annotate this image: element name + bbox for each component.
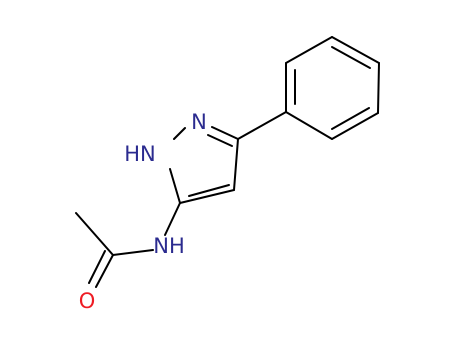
bond-ph-c6-c1 <box>285 36 333 64</box>
bond-ph-c1-c2 <box>331 36 380 64</box>
bond-n1-c5 <box>169 168 181 204</box>
bond-c5-nh <box>164 202 181 236</box>
bond-ph-inner-1 <box>331 46 371 69</box>
bond-c5-c4 <box>179 189 235 204</box>
atom-label-n: N <box>191 110 207 134</box>
bond-phenyl-pyrazole <box>237 111 287 140</box>
bond-n2-n1 <box>173 127 186 140</box>
bond-c3-n2-double <box>207 134 233 147</box>
bond-c4-c3 <box>233 138 239 191</box>
bond-c5-c4-double <box>188 184 230 197</box>
bond-c3-n2 <box>211 126 239 140</box>
bond-carbonyl-oxygen-double <box>88 250 106 284</box>
atom-label-hn: HN <box>124 142 156 166</box>
acetyl-group <box>75 212 114 288</box>
bond-ph-c2-c3 <box>377 62 380 114</box>
bond-ph-inner-2 <box>331 107 370 130</box>
bond-ph-c4-c5 <box>285 111 333 140</box>
atom-label-o: O <box>79 289 96 313</box>
pyrazole-ring <box>169 126 239 204</box>
bond-nh-carbonyl <box>112 249 154 256</box>
bond-carbonyl-methyl <box>75 212 114 256</box>
phenyl-ring <box>285 36 380 140</box>
atom-label-nh: NH <box>153 234 185 258</box>
bond-carbonyl-oxygen <box>95 254 114 288</box>
bond-ph-c3-c4 <box>331 112 379 140</box>
